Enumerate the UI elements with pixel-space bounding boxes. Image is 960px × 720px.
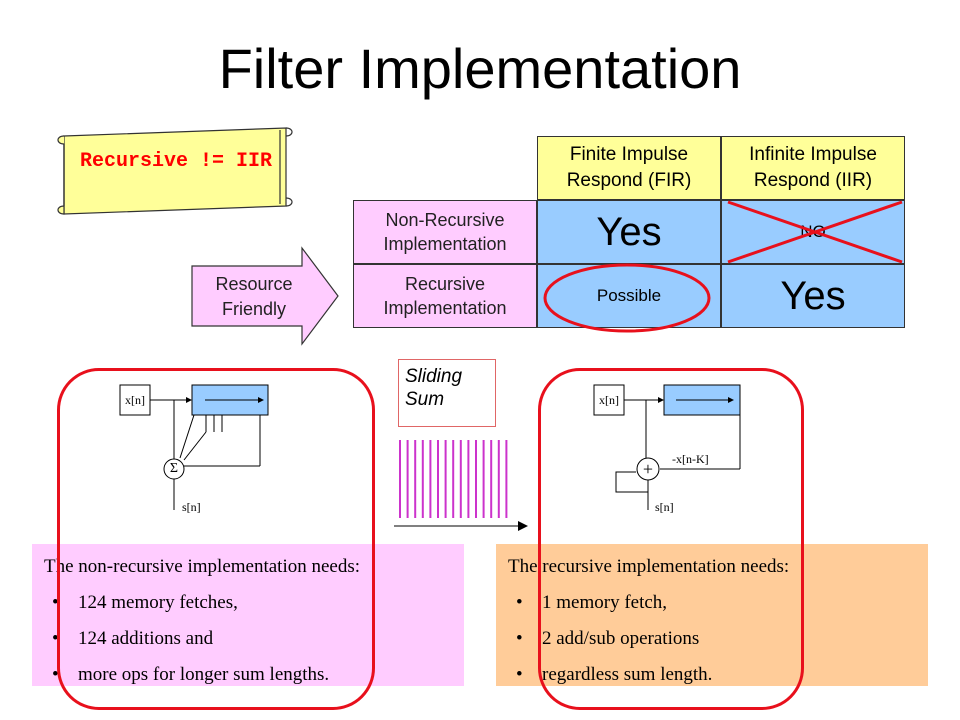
list-item: •124 additions and <box>52 628 214 649</box>
list-item: •124 memory fetches, <box>52 592 238 613</box>
nonrecursive-needs-panel: The non-recursive implementation needs: … <box>32 544 464 686</box>
list-item: •regardless sum length. <box>516 664 713 685</box>
page-title: Filter Implementation <box>218 37 742 100</box>
cell-rec-iir: Yes <box>721 264 905 328</box>
nonrecursive-block-diagram <box>119 384 269 510</box>
header-fir: Finite Impulse Respond (FIR) <box>537 136 721 200</box>
cell-nonrec-fir: Yes <box>537 200 721 264</box>
scroll-note-text: Recursive != IIR <box>79 150 273 173</box>
sliding-sum-box: Sliding Sum <box>398 359 496 427</box>
adder-symbol: + <box>642 459 654 479</box>
row-label-nonrecursive: Non-Recursive Implementation <box>353 200 537 264</box>
pulse-train-diagram <box>394 440 528 531</box>
list-item: •2 add/sub operations <box>516 628 700 649</box>
list-item: •more ops for longer sum lengths. <box>52 664 330 685</box>
highlight-ellipse <box>543 263 711 333</box>
right-highlight-frame <box>538 368 804 710</box>
resource-friendly-label: Resource Friendly <box>215 274 293 320</box>
left-panel-heading: The non-recursive implementation needs: <box>44 556 361 577</box>
right-input-label: x[n] <box>599 393 619 407</box>
left-highlight-frame <box>57 368 375 710</box>
left-output-label: s[n] <box>182 500 201 514</box>
feedback-label: -x[n-K] <box>672 452 709 466</box>
sliding-sum-label: Sliding Sum <box>405 366 463 410</box>
right-output-label: s[n] <box>655 500 674 514</box>
left-input-label: x[n] <box>125 393 145 407</box>
row-label-recursive: Recursive Implementation <box>353 264 537 328</box>
recursive-needs-panel: The recursive implementation needs: •1 m… <box>496 544 928 686</box>
header-iir: Infinite Impulse Respond (IIR) <box>721 136 905 200</box>
recursive-block-diagram <box>593 384 741 510</box>
sigma-symbol: Σ <box>169 461 179 476</box>
resource-arrow <box>191 246 339 346</box>
list-item: •1 memory fetch, <box>516 592 668 613</box>
scroll-banner <box>57 127 293 215</box>
right-panel-heading: The recursive implementation needs: <box>508 556 790 577</box>
cross-out-mark <box>727 200 903 264</box>
